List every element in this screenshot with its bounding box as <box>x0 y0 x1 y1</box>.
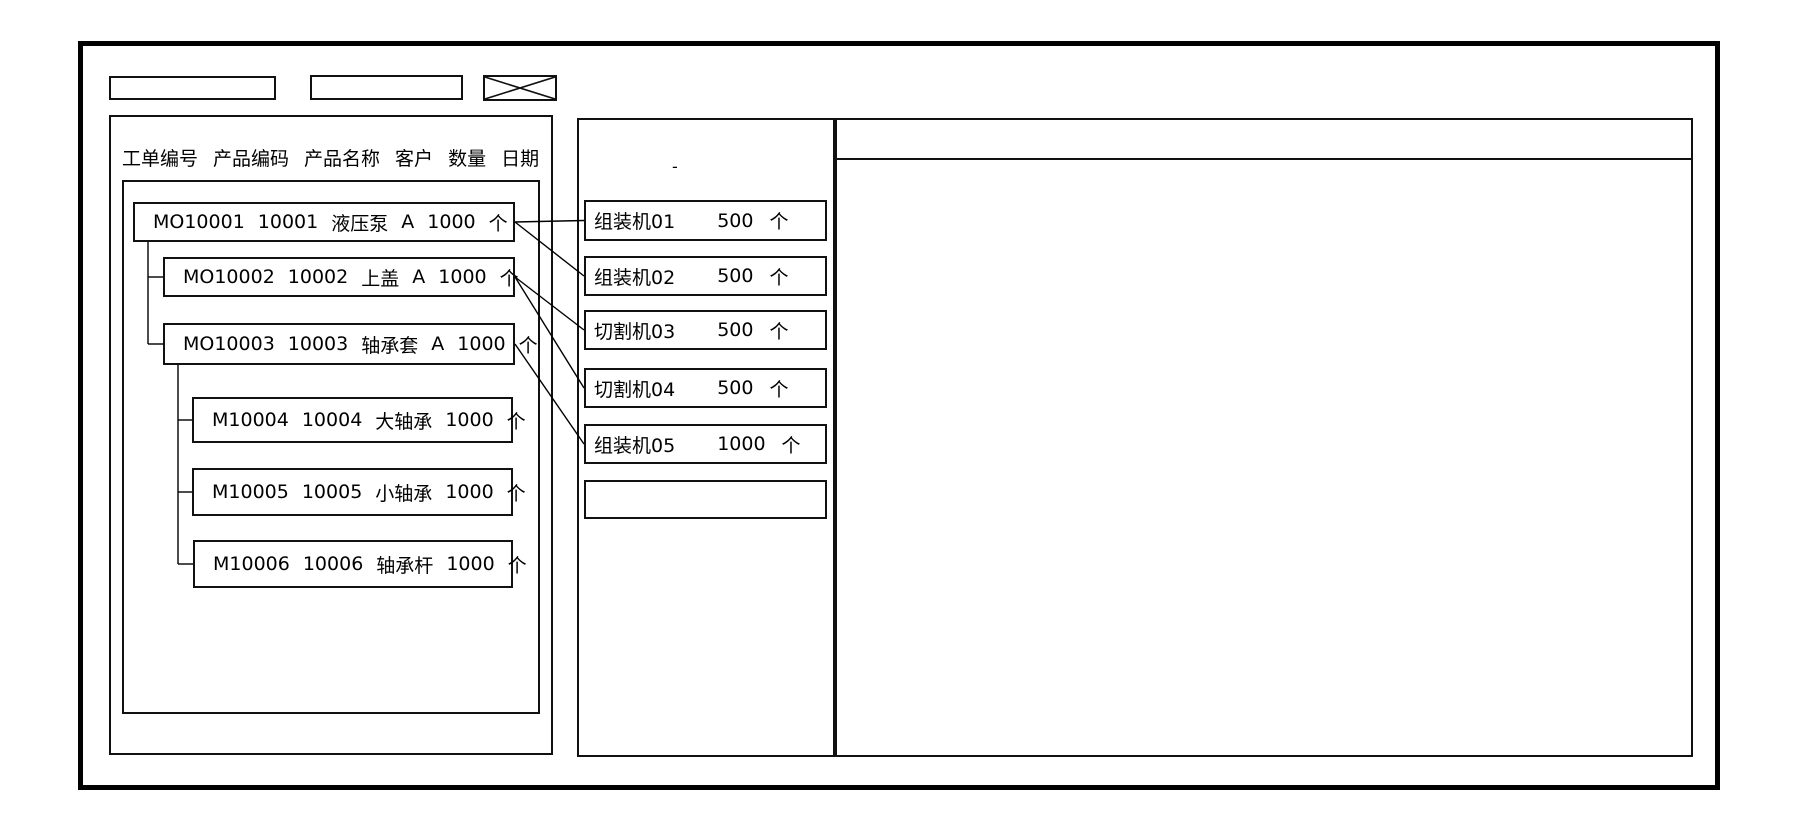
detail-panel <box>835 118 1693 757</box>
product-name: 液压泵 <box>331 212 389 235</box>
product-name: 轴承套 <box>361 334 419 357</box>
machine-unit: 个 <box>769 320 789 343</box>
unit: 个 <box>506 482 526 505</box>
qty: 1000 <box>445 409 494 431</box>
customer: A <box>431 333 445 355</box>
col-date: 日期 <box>501 148 540 170</box>
order-no: M10005 <box>212 481 289 503</box>
product-name: 小轴承 <box>375 482 433 505</box>
machine-unit: 个 <box>769 378 789 401</box>
product-code: 10006 <box>302 553 364 575</box>
work-order-row-mo10003[interactable]: MO10003 10003 轴承套 A 1000 个 <box>163 323 538 365</box>
col-product-code: 产品编码 <box>213 148 290 170</box>
product-code: 10001 <box>257 211 319 233</box>
work-center-row-02[interactable]: 组装机02 500 个 <box>584 256 827 296</box>
unit: 个 <box>488 212 508 235</box>
tree-container <box>122 180 540 714</box>
order-no: MO10002 <box>183 266 275 288</box>
machine-name: 切割机04 <box>594 378 676 401</box>
toolbar-input-2[interactable] <box>310 75 463 100</box>
qty: 1000 <box>446 553 495 575</box>
x-glyph <box>485 77 555 99</box>
product-name: 轴承杆 <box>376 554 434 577</box>
qty: 1000 <box>438 266 487 288</box>
crossed-box-icon[interactable] <box>483 75 557 101</box>
customer: A <box>412 266 426 288</box>
order-no: M10004 <box>212 409 289 431</box>
work-order-row-m10004[interactable]: M10004 10004 大轴承 1000 个 <box>192 397 526 443</box>
work-center-row-05[interactable]: 组装机05 1000 个 <box>584 424 827 464</box>
qty: 1000 <box>427 211 476 233</box>
machine-unit: 个 <box>769 266 789 289</box>
work-order-row-mo10001[interactable]: MO10001 10001 液压泵 A 1000 个 <box>133 202 515 242</box>
product-code: 10003 <box>287 333 349 355</box>
window-frame <box>78 41 1720 790</box>
machine-qty: 500 <box>717 209 754 232</box>
machine-name: 组装机01 <box>594 211 676 233</box>
customer: A <box>401 211 415 233</box>
machine-name: 组装机05 <box>594 434 676 457</box>
work-order-row-mo10002[interactable]: MO10002 10002 上盖 A 1000 个 <box>163 257 519 297</box>
work-order-column-headers: 工单编号 产品编码 产品名称 客户 数量 日期 <box>122 144 539 171</box>
qty: 1000 <box>457 333 506 355</box>
product-code: 10005 <box>301 481 363 503</box>
product-code: 10004 <box>301 409 363 431</box>
qty: 1000 <box>445 481 494 503</box>
machine-name: 组装机02 <box>594 266 676 289</box>
col-qty: 数量 <box>448 148 487 170</box>
machine-qty: 500 <box>717 265 754 287</box>
order-no: MO10003 <box>183 333 275 355</box>
work-center-row-04[interactable]: 切割机04 500 个 <box>584 368 827 408</box>
product-code: 10002 <box>287 266 349 288</box>
col-product-name: 产品名称 <box>304 148 381 170</box>
col-customer: 客户 <box>395 148 434 170</box>
machine-qty: 1000 <box>717 433 766 455</box>
work-order-row-m10006[interactable]: M10006 10006 轴承杆 1000 个 <box>193 540 527 588</box>
unit: 个 <box>507 554 527 577</box>
machine-qty: 500 <box>717 319 754 341</box>
work-center-row-01[interactable]: 组装机01 500 个 <box>584 200 827 241</box>
order-no: MO10001 <box>153 211 245 233</box>
machine-name: 切割机03 <box>594 320 676 343</box>
machine-unit: 个 <box>781 434 801 457</box>
machine-unit: 个 <box>769 211 789 233</box>
product-name: 上盖 <box>361 267 400 290</box>
work-center-row-03[interactable]: 切割机03 500 个 <box>584 310 827 350</box>
unit: 个 <box>499 267 519 290</box>
detail-panel-header-divider <box>837 158 1691 160</box>
work-center-panel-note: - <box>672 157 678 176</box>
col-order-no: 工单编号 <box>122 148 199 170</box>
product-name: 大轴承 <box>375 410 433 433</box>
unit: 个 <box>506 410 526 433</box>
work-center-row-empty[interactable] <box>584 480 827 519</box>
machine-qty: 500 <box>717 377 754 399</box>
unit: 个 <box>518 334 538 357</box>
work-order-row-m10005[interactable]: M10005 10005 小轴承 1000 个 <box>192 468 526 516</box>
toolbar-input-1[interactable] <box>109 76 276 100</box>
order-no: M10006 <box>213 553 290 575</box>
